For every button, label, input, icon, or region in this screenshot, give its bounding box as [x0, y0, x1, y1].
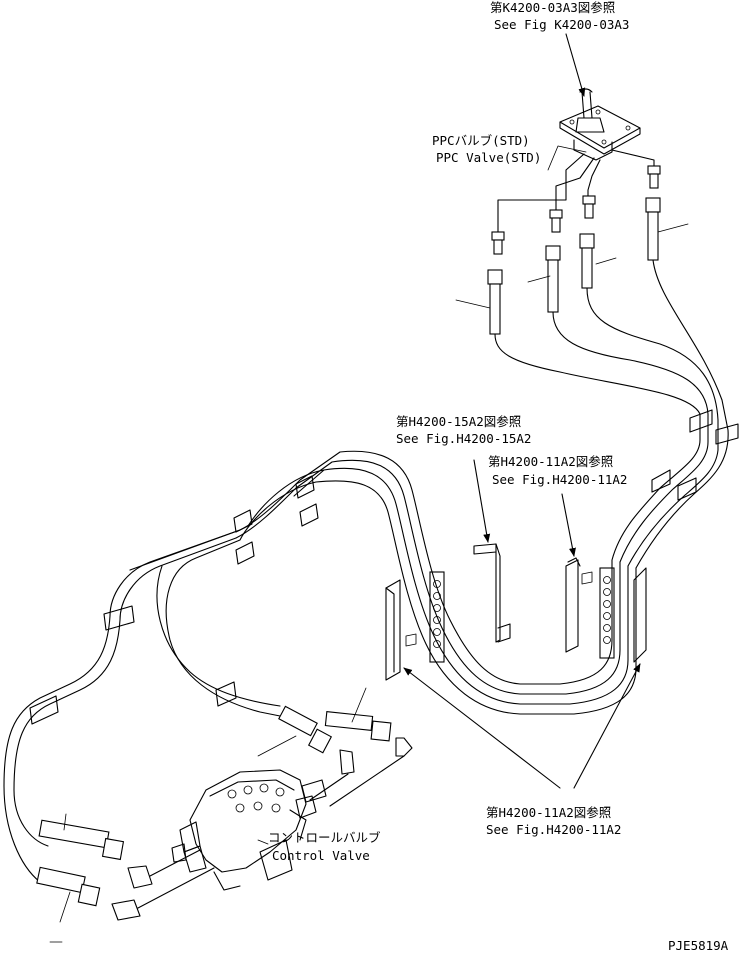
control-valve-label-jp: コントロールバルブ [268, 830, 381, 845]
ref-h4200-15-label-jp: 第H4200-15A2図参照 [396, 414, 521, 429]
ref-h4200-11-top-label-jp: 第H4200-11A2図参照 [488, 454, 613, 469]
ppc-valve-leader [547, 145, 587, 171]
bracket-right [565, 557, 647, 663]
hose-fittings-upper [491, 165, 661, 255]
ref-k4200-arrow [565, 33, 586, 97]
ref-h4200-11-left-arrow [403, 667, 561, 789]
hose-clamps-right [651, 409, 739, 501]
ref-k4200-label-en: See Fig K4200-03A3 [494, 17, 629, 32]
hoses-to-control-valve [36, 705, 413, 921]
hose-clamps-left [29, 475, 319, 725]
hose-ends-vertical [487, 197, 661, 335]
hose-leaders-upper [455, 223, 689, 309]
control-valve [171, 769, 327, 891]
bracket-left [385, 571, 445, 681]
ppc-valve-label-jp: PPCバルブ(STD) [432, 133, 530, 148]
bracket-center [473, 543, 511, 643]
ref-h4200-11-right-arrow [573, 663, 641, 789]
ppc-outlet-tubes [497, 149, 655, 233]
ppc-valve-label-en: PPC Valve(STD) [436, 150, 541, 165]
ref-h4200-15-label-en: See Fig.H4200-15A2 [396, 431, 531, 446]
ref-h4200-11-bottom-label-jp: 第H4200-11A2図参照 [486, 805, 611, 820]
ppc-valve [559, 88, 641, 161]
hose-bundle-upper [494, 259, 729, 569]
ref-h4200-11-top-label-en: See Fig.H4200-11A2 [492, 472, 627, 487]
drawing-id: PJE5819A [668, 938, 729, 953]
hose-loops-left [3, 469, 325, 883]
ref-h4200-11-bottom-label-en: See Fig.H4200-11A2 [486, 822, 621, 837]
control-valve-leader [257, 839, 269, 845]
hose-bundle-lower [129, 450, 637, 715]
ref-h4200-15-arrow [473, 459, 491, 543]
ref-k4200-label-jp: 第K4200-03A3図参照 [490, 0, 615, 15]
control-valve-label-en: Control Valve [272, 848, 370, 863]
hose-leaders-lower [49, 687, 367, 943]
ref-h4200-11-top-arrow [561, 493, 576, 557]
